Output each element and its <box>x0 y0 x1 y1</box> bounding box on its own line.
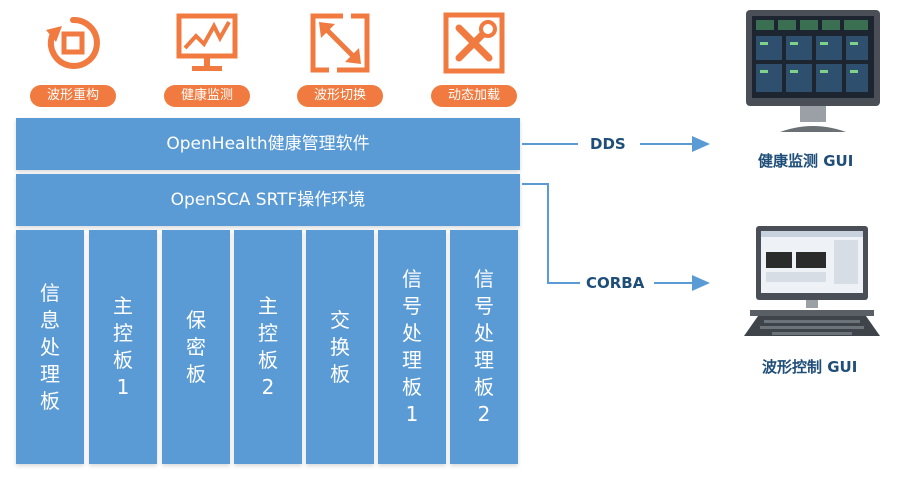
board-security: 保密板 <box>162 230 230 464</box>
board-main-control-1: 主控板1 <box>89 230 157 464</box>
board-switch: 交换板 <box>306 230 374 464</box>
monitor-chart-icon <box>176 12 238 74</box>
feature-label-waveform-reconfig: 波形重构 <box>30 85 116 107</box>
switch-arrows-icon <box>309 12 371 74</box>
feature-label-waveform-switch: 波形切换 <box>297 85 383 107</box>
waveform-control-gui-label: 波形控制 GUI <box>762 358 858 376</box>
feature-label-health-monitor: 健康监测 <box>164 85 250 107</box>
opensca-layer: OpenSCA SRTF操作环境 <box>16 174 520 226</box>
waveform-control-pc-icon <box>742 226 882 348</box>
health-monitor-gui-label: 健康监测 GUI <box>758 152 854 170</box>
board-main-control-2: 主控板2 <box>234 230 302 464</box>
refresh-square-icon <box>42 12 104 74</box>
health-monitor-screen-icon <box>738 8 888 142</box>
corba-label: CORBA <box>586 274 645 292</box>
openhealth-layer: OpenHealth健康管理软件 <box>16 118 520 170</box>
dds-label: DDS <box>590 135 626 153</box>
feature-label-dynamic-load: 动态加载 <box>431 85 517 107</box>
board-signal-processing-1: 信号处理板1 <box>378 230 446 464</box>
board-info-processing: 信息处理板 <box>16 230 84 464</box>
tools-icon <box>443 12 505 74</box>
board-signal-processing-2: 信号处理板2 <box>450 230 518 464</box>
